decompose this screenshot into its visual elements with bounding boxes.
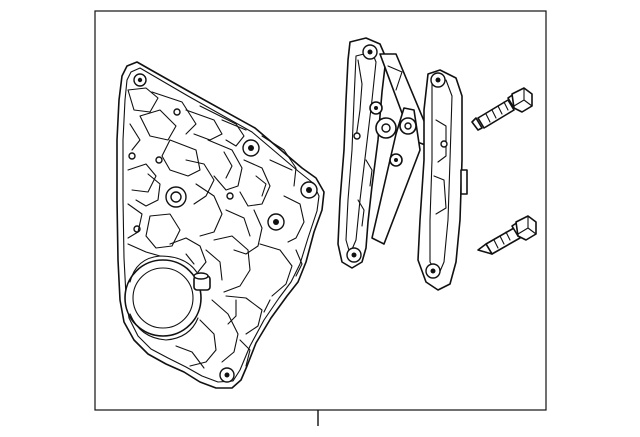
regulator-panel bbox=[116, 61, 325, 389]
regulator-cross-arms bbox=[369, 53, 433, 245]
regulator-rail-right bbox=[417, 69, 468, 291]
bolt-upper bbox=[471, 87, 533, 131]
bolt-lower bbox=[477, 215, 537, 255]
diagram-frame bbox=[94, 10, 547, 411]
panel-ribs bbox=[127, 87, 305, 369]
panel-mount-holes bbox=[128, 73, 318, 383]
regulator-rail-left bbox=[337, 37, 387, 269]
